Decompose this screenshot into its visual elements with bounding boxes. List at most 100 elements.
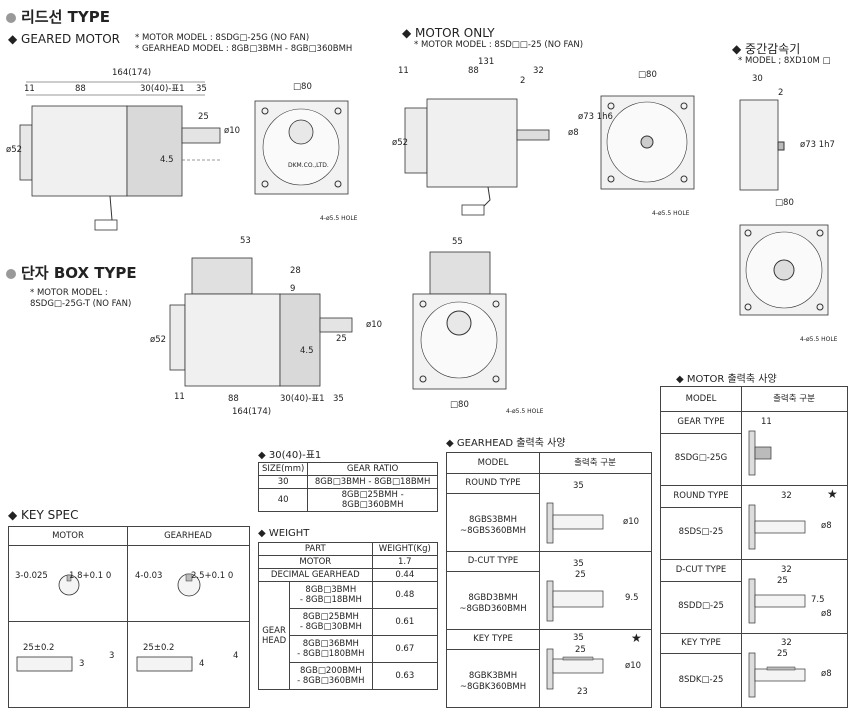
dim-32: 32 — [533, 66, 544, 76]
shaft-model: 8GBS3BMH~8GBS360BMH — [460, 515, 526, 536]
dim-53: 53 — [240, 236, 251, 246]
brand-text: DKM.CO.,LTD. — [288, 162, 329, 169]
table-header: PART — [258, 542, 373, 556]
key-spec-table: MOTOR GEARHEAD 1.8+0.1 0 3-0.025 25±0.2 … — [8, 526, 250, 708]
key-dim: 25±0.2 — [23, 643, 55, 653]
table-header: GEARHEAD — [127, 527, 249, 546]
terminal-box-notes: * MOTOR MODEL :8SDG□-25G-T (NO FAN) — [30, 288, 132, 309]
dim-88: 88 — [468, 66, 479, 76]
dim-30: 30(40)-표1 — [140, 84, 185, 94]
shaft-dim: 25 — [777, 576, 788, 586]
dim-30: 30 — [752, 74, 763, 84]
motor-only-note: * MOTOR MODEL : 8SD□□-25 (NO FAN) — [414, 40, 584, 50]
dim-phi52: ø52 — [6, 145, 23, 155]
dim-phi52: ø52 — [392, 138, 409, 148]
shaft-type: ROUND TYPE — [673, 491, 729, 501]
table-header: MODEL — [661, 387, 742, 412]
table-header: GEAR RATIO — [307, 462, 438, 476]
decimal-gear-side-view — [739, 99, 785, 191]
shaft-dim: 35 — [573, 481, 584, 491]
weight-heading: ◆ WEIGHT — [258, 528, 310, 539]
bullet-icon — [6, 12, 16, 23]
dim-35: 35 — [333, 394, 344, 404]
gearhead-shaft-table: MODEL 출력축 구분 ROUND TYPE 8GBS3BMH~8GBS360… — [446, 452, 652, 708]
dim-4-5: 4.5 — [160, 155, 174, 165]
table-header: MODEL — [447, 453, 540, 474]
bullet-icon — [6, 268, 16, 279]
shaft-dim: ø10 — [625, 661, 642, 671]
motor-only-front-view — [600, 95, 695, 190]
dim-30: 30(40)-표1 — [280, 394, 325, 404]
dim-28: 28 — [290, 266, 301, 276]
terminal-box-side-view — [169, 257, 353, 387]
dim-phi10: ø10 — [224, 126, 241, 136]
dim-2: 2 — [778, 88, 784, 98]
dim-sq80: □80 — [638, 70, 657, 80]
motor-shaft-heading: ◆ MOTOR 출력축 사양 — [676, 374, 777, 385]
table-header: 출력축 구분 — [741, 387, 847, 412]
shaft-dim: 32 — [781, 565, 792, 575]
geared-motor-heading: ◆ GEARED MOTOR — [8, 32, 121, 46]
dim-sq80: □80 — [450, 400, 469, 410]
shaft-model: 8SDD□-25 — [678, 601, 724, 611]
dim-hole: 4-ø5.5 HOLE — [506, 408, 544, 415]
dim-phi52: ø52 — [150, 335, 167, 345]
dim-total: 164(174) — [112, 68, 152, 78]
star-icon: ★ — [827, 487, 838, 501]
table1-heading: ◆ 30(40)-표1 — [258, 450, 322, 461]
decimal-gear-note: * MODEL ; 8XD10M □ — [738, 56, 831, 66]
star-icon: ★ — [631, 631, 642, 645]
dim-11: 11 — [398, 66, 409, 76]
geared-motor-notes: * MOTOR MODEL : 8SDG□-25G (NO FAN)* GEAR… — [135, 33, 353, 54]
dim-sq80: □80 — [293, 82, 312, 92]
shaft-dim: 25 — [777, 649, 788, 659]
shaft-dim: 25 — [575, 645, 586, 655]
motor-only-side-view — [404, 98, 550, 216]
dim-9: 9 — [290, 284, 296, 294]
decimal-gear-heading: ◆ 중간감속기 — [732, 42, 801, 56]
shaft-type: D-CUT TYPE — [675, 565, 727, 575]
shaft-dim: 32 — [781, 491, 792, 501]
motor-shaft-drawing — [748, 430, 806, 698]
key-spec-drawing — [16, 573, 201, 672]
decimal-gear-front-view — [739, 224, 829, 316]
shaft-model: 8SDG□-25G — [674, 453, 728, 463]
key-dim: 4 — [233, 651, 239, 661]
table-header: WEIGHT(Kg) — [371, 542, 439, 556]
dim-88: 88 — [75, 84, 86, 94]
key-spec-heading: ◆ KEY SPEC — [8, 508, 79, 522]
dim-phi8: ø8 — [568, 128, 579, 138]
key-dim: 25±0.2 — [143, 643, 175, 653]
dim-phi10: ø10 — [366, 320, 383, 330]
geared-motor-side-view — [19, 81, 221, 231]
shaft-type: KEY TYPE — [473, 634, 513, 644]
key-dim: 3 — [79, 659, 85, 669]
dim-2: 2 — [520, 76, 526, 86]
dim-131: 131 — [478, 57, 495, 67]
shaft-type: GEAR TYPE — [677, 417, 725, 427]
geared-motor-front-view — [254, 100, 349, 195]
dim-25: 25 — [198, 112, 209, 122]
shaft-model: 8GBD3BMH~8GBD360BMH — [459, 593, 527, 614]
key-dim: 4-0.03 — [135, 571, 163, 581]
dim-hole: 4-ø5.5 HOLE — [320, 215, 358, 222]
key-dim: 3-0.025 — [15, 571, 48, 581]
shaft-dim: ø8 — [821, 609, 832, 619]
motor-only-heading: ◆ MOTOR ONLY — [402, 26, 495, 40]
shaft-type: D-CUT TYPE — [467, 556, 519, 566]
table-header: SIZE(mm) — [257, 462, 309, 476]
motor-shaft-table: MODEL 출력축 구분 GEAR TYPE 8SDG□-25G ROUND T… — [660, 386, 848, 708]
gearhead-shaft-heading: ◆ GEARHEAD 출력축 사양 — [446, 438, 566, 449]
shaft-type: ROUND TYPE — [465, 478, 521, 488]
dim-hole: 4-ø5.5 HOLE — [800, 336, 838, 343]
